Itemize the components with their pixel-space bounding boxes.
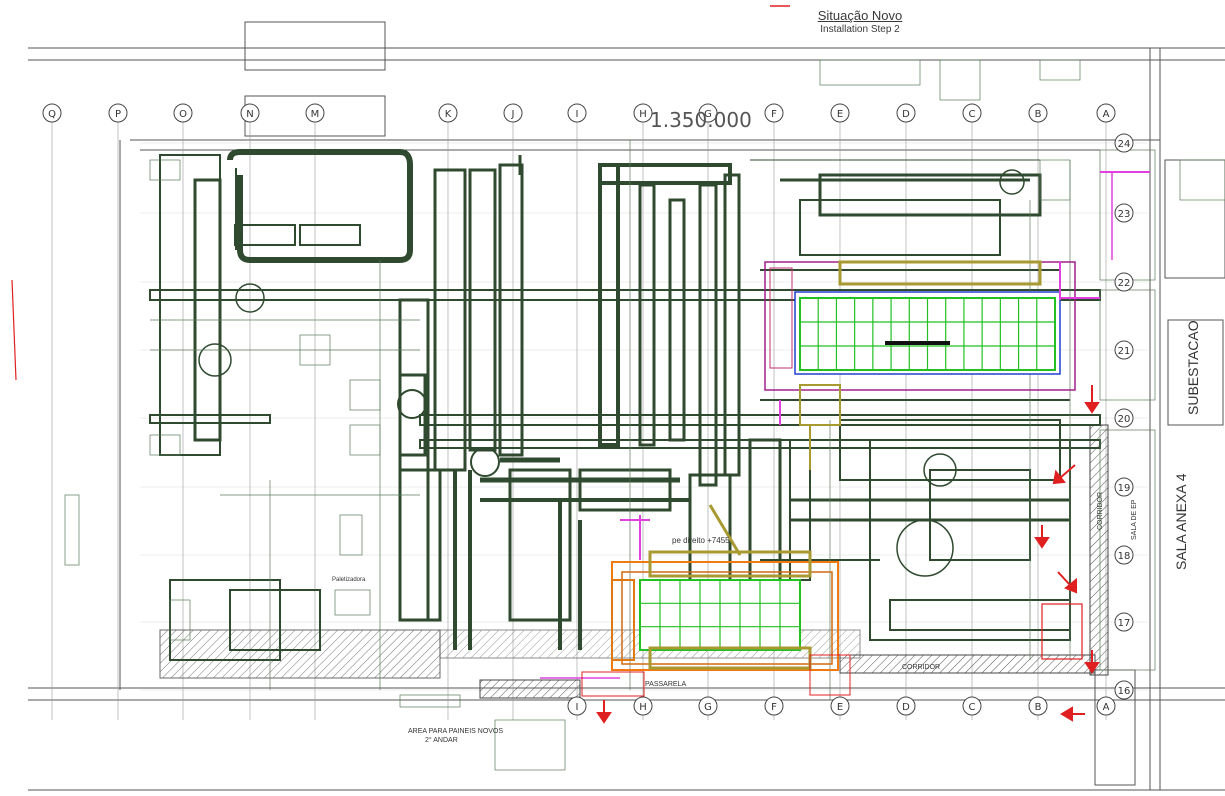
label-paletizadora: Paletizadora: [332, 577, 366, 583]
grid-bubble-bottom-I: I: [567, 696, 587, 716]
grid-bubble-bottom-E-label: E: [837, 702, 843, 713]
grid-bubble-bottom-F: F: [764, 696, 784, 716]
grid-bubble-row-22-label: 22: [1118, 278, 1131, 289]
grid-bubble-top-E-label: E: [837, 109, 843, 120]
grid-bubble-row-20: 20: [1114, 408, 1134, 428]
grid-bubble-row-23: 23: [1114, 203, 1134, 223]
label-andar: 2° ANDAR: [425, 736, 458, 744]
drawing-title-block: Situação Novo Installation Step 2: [760, 8, 960, 35]
grid-bubble-row-16-label: 16: [1118, 686, 1131, 697]
grid-bubble-bottom-A: A: [1096, 696, 1116, 716]
grid-bubble-top-G-label: G: [704, 109, 712, 120]
grid-bubble-bottom-G: G: [698, 696, 718, 716]
grid-bubble-top-M: M: [305, 103, 325, 123]
grid-bubble-top-G: G: [698, 103, 718, 123]
label-sala-de-ep: SALA DE EP: [1131, 499, 1138, 540]
grid-bubble-row-24: 24: [1114, 133, 1134, 153]
grid-bubble-top-J-label: J: [511, 109, 515, 120]
grid-bubble-bottom-E: E: [830, 696, 850, 716]
grid-bubble-top-H-label: H: [639, 109, 647, 120]
grid-bubble-top-O: O: [173, 103, 193, 123]
grid-bubble-bottom-H: H: [633, 696, 653, 716]
grid-bubble-top-N: N: [240, 103, 260, 123]
grid-bubble-row-22: 22: [1114, 272, 1134, 292]
grid-bubble-top-C-label: C: [969, 109, 976, 120]
grid-bubble-row-18-label: 18: [1118, 551, 1131, 562]
grid-bubble-top-A: A: [1096, 103, 1116, 123]
fine-detail-lines: [64, 59, 1225, 771]
lower-platform: [540, 504, 851, 697]
label-area-paineis: AREA PARA PAINEIS NOVOS: [408, 728, 503, 735]
grid-bubble-top-B: B: [1028, 103, 1048, 123]
grid-bubble-top-P-label: P: [115, 109, 121, 120]
label-sala-anexa: SALA ANEXA 4: [1173, 473, 1189, 570]
label-subestacao: SUBESTACAO: [1185, 320, 1201, 415]
grid-bubble-top-K: K: [438, 103, 458, 123]
grid-bubble-bottom-C: C: [962, 696, 982, 716]
grid-bubbles-right: 24 23 22 21 20 19 18 17 16: [1114, 133, 1134, 700]
grid-bubble-bottom-G-label: G: [704, 702, 712, 713]
grid-bubble-top-F: F: [764, 103, 784, 123]
grid-bubble-top-C: C: [962, 103, 982, 123]
grid-bubble-top-A-label: A: [1103, 109, 1110, 120]
upper-platform: [764, 171, 1150, 470]
grid-bubble-row-18: 18: [1114, 545, 1134, 565]
grid-bubble-row-19: 19: [1114, 477, 1134, 497]
pipework: [149, 149, 1101, 661]
grid-bubble-top-J: J: [503, 103, 523, 123]
equipment-zone-outline: [1041, 603, 1083, 660]
label-corridor-right: CORRIDOR: [1097, 492, 1104, 530]
grid-bubble-bottom-F-label: F: [771, 702, 777, 713]
grid-bubble-bottom-A-label: A: [1103, 702, 1110, 713]
grid-bubble-top-I-label: I: [576, 109, 579, 120]
drawing-subtitle: Installation Step 2: [820, 24, 900, 35]
grid-bubble-top-M-label: M: [311, 109, 320, 120]
grid-bubble-row-16: 16: [1114, 680, 1134, 700]
label-passarela: PASSARELA: [645, 681, 686, 688]
grid-bubble-top-H: H: [633, 103, 653, 123]
grid-bubble-row-17-label: 17: [1118, 618, 1131, 629]
grid-bubble-top-Q-label: Q: [48, 109, 56, 120]
drawing-title: Situação Novo: [817, 8, 903, 23]
grid-bubble-row-23-label: 23: [1118, 209, 1131, 220]
red-marker: [11, 279, 17, 381]
grid-bubble-top-Q: Q: [42, 103, 62, 123]
grid-bubble-top-E: E: [830, 103, 850, 123]
label-corridor-bottom: CORRIDOR: [902, 664, 940, 671]
grid-bubble-row-21-label: 21: [1118, 346, 1131, 357]
grid-bubble-top-I: I: [567, 103, 587, 123]
grid-bubble-bottom-B-label: B: [1035, 702, 1042, 713]
grid-bubble-top-D-label: D: [902, 109, 910, 120]
grid-bubble-top-B-label: B: [1035, 109, 1042, 120]
label-pe-direito: pe direito +7455: [672, 536, 730, 545]
grid-bubble-bottom-D-label: D: [902, 702, 910, 713]
flow-arrows: [596, 5, 1100, 724]
grid-bubble-bottom-B: B: [1028, 696, 1048, 716]
grid-bubble-top-K-label: K: [445, 109, 452, 120]
grid-bubble-bottom-C-label: C: [969, 702, 976, 713]
grid-bubble-row-20-label: 20: [1118, 414, 1131, 425]
grid-bubble-row-24-label: 24: [1118, 139, 1131, 150]
grid-bubble-row-21: 21: [1114, 340, 1134, 360]
dimension-text: 1.350.000: [650, 108, 752, 132]
grid-bubble-bottom-D: D: [896, 696, 916, 716]
grid-bubble-top-P: P: [108, 103, 128, 123]
grid-bubble-row-17: 17: [1114, 612, 1134, 632]
grid-bubble-bottom-H-label: H: [639, 702, 647, 713]
grid-bubble-bottom-I-label: I: [576, 702, 579, 713]
grid-bubble-top-N-label: N: [246, 109, 253, 120]
grid-bubble-top-D: D: [896, 103, 916, 123]
grid-bubble-top-O-label: O: [179, 109, 187, 120]
grid-bubble-row-19-label: 19: [1118, 483, 1131, 494]
grid-bubble-top-F-label: F: [771, 109, 777, 120]
